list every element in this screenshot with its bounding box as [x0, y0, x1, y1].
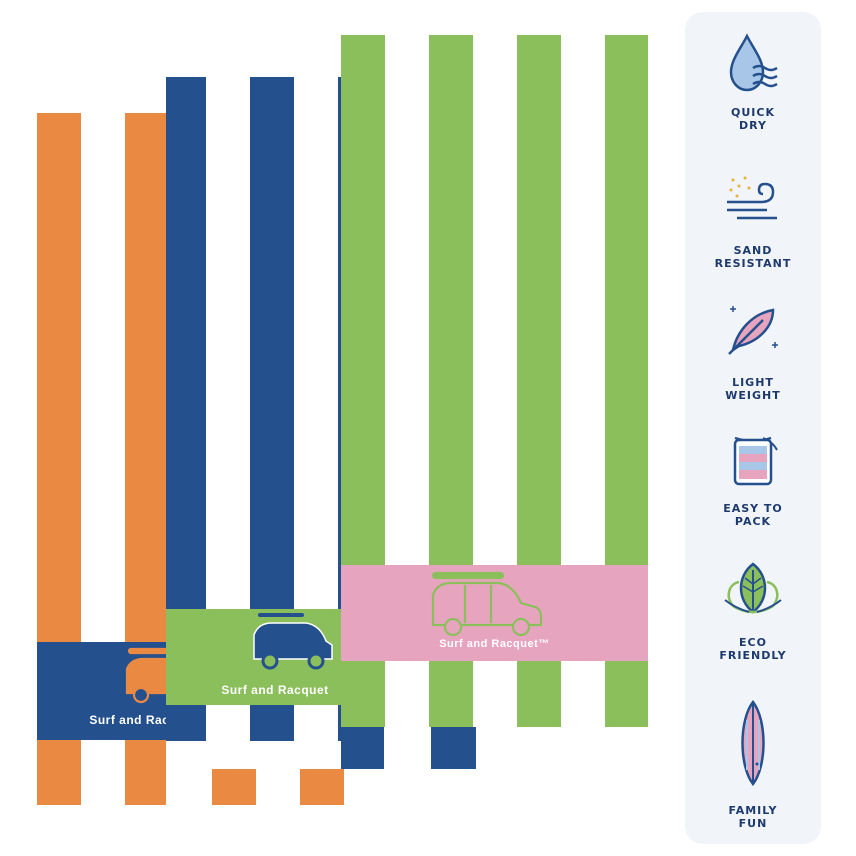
feature-quick-dry: QUICK DRY [685, 32, 821, 132]
feature-family-fun: FAMILY FUN [685, 700, 821, 830]
brand-logo-text: Surf and Racquet [221, 683, 329, 697]
towel-stripe [341, 727, 384, 769]
sand-wind-icon [727, 176, 777, 220]
feature-label: WEIGHT [725, 389, 781, 402]
feature-label: FRIENDLY [719, 649, 787, 662]
feature-label: SAND [733, 244, 773, 257]
feature-light-weight: LIGHT WEIGHT [685, 302, 821, 402]
feature-label: FUN [738, 817, 768, 830]
feature-label: RESISTANT [714, 257, 792, 270]
feature-label: DRY [739, 119, 767, 132]
feature-label: QUICK [731, 106, 775, 119]
brand-logo-text: Surf and Racquet™ [439, 638, 550, 650]
feature-easy-to-pack: EASY TO PACK [685, 432, 821, 528]
feather-icon [728, 306, 778, 355]
features-panel: QUICK DRY SAND RESISTANT LIGHT WEIGHT [685, 12, 821, 844]
surfboard-icon [741, 700, 765, 786]
feature-label: FAMILY [728, 804, 778, 817]
feature-label: ECO [739, 636, 767, 649]
feature-label: EASY TO [723, 502, 783, 515]
green-striped-towel: Surf and Racquet™ [341, 35, 648, 727]
lotus-leaf-icon [724, 562, 782, 614]
towel-stripe [431, 727, 476, 769]
pouch-bag-icon [733, 436, 778, 486]
feature-sand-resistant: SAND RESISTANT [685, 172, 821, 270]
water-drop-icon [729, 33, 778, 92]
feature-label: LIGHT [732, 376, 774, 389]
feature-label: PACK [734, 515, 772, 528]
feature-eco-friendly: ECO FRIENDLY [685, 560, 821, 662]
